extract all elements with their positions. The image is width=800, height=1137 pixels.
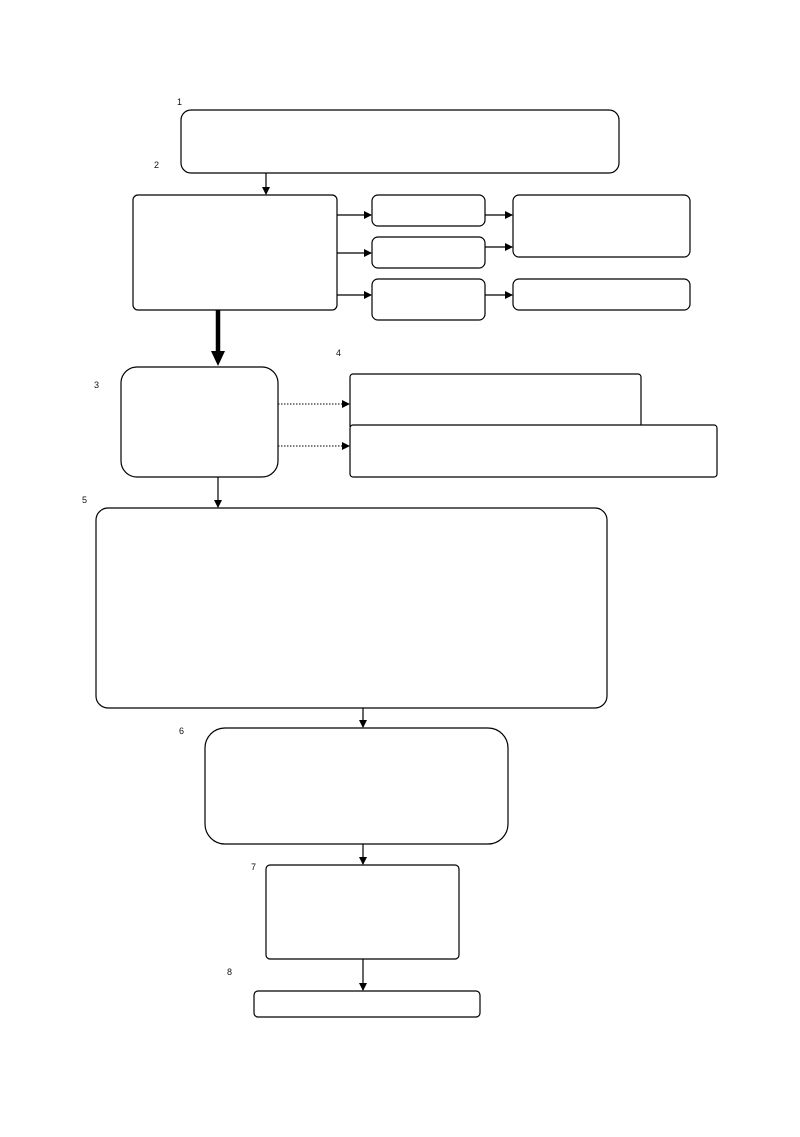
step-label-5: 5 (82, 495, 88, 505)
box-1 (180, 109, 620, 174)
box-3 (120, 366, 279, 478)
step-label-7: 7 (251, 862, 257, 872)
step-label-4: 4 (336, 348, 342, 358)
box-2 (132, 194, 338, 311)
box-2b (371, 236, 486, 269)
step-label-1: 1 (177, 97, 183, 107)
box-2d (512, 194, 691, 258)
box-8 (253, 990, 481, 1018)
step-label-3: 3 (94, 380, 100, 390)
box-4a (349, 373, 642, 430)
box-5 (95, 507, 608, 709)
box-4b (349, 424, 718, 478)
step-label-8: 8 (227, 967, 233, 977)
step-label-6: 6 (179, 726, 185, 736)
box-2a (371, 194, 486, 227)
box-2c (371, 278, 486, 321)
box-2e (512, 278, 691, 311)
box-7 (265, 864, 460, 960)
box-6 (204, 727, 509, 845)
thick-arrow-head (211, 351, 225, 366)
step-label-2: 2 (154, 160, 160, 170)
